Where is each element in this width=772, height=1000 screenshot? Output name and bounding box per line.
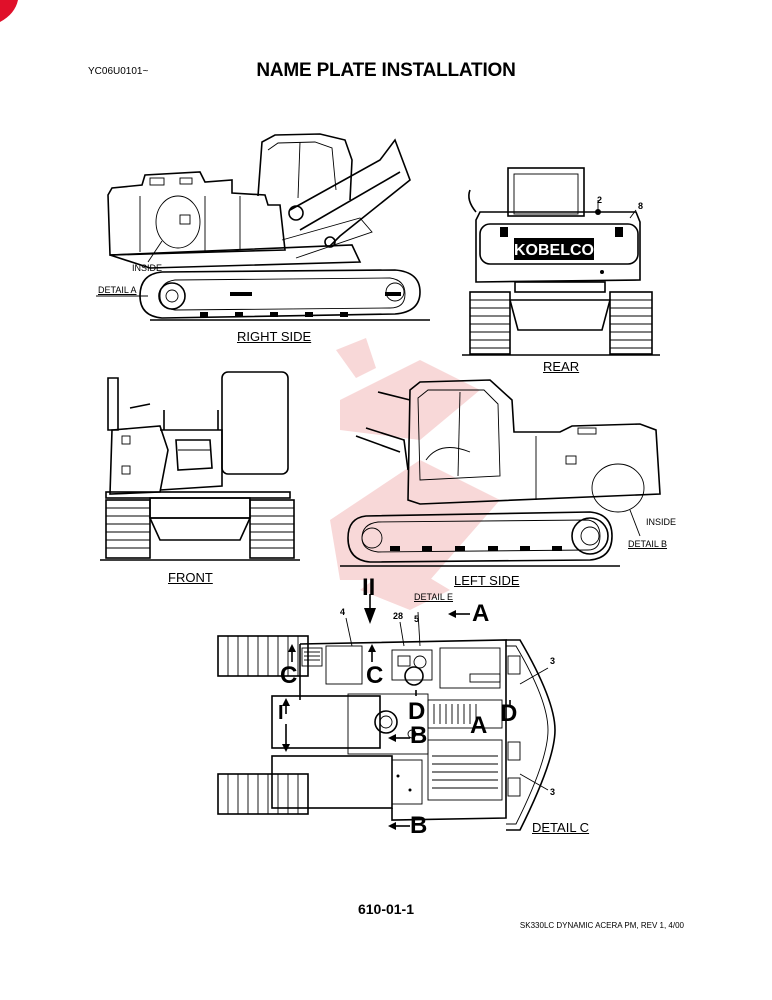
callout-inside-a: INSIDE bbox=[132, 263, 163, 273]
front-view bbox=[100, 371, 300, 561]
label-right-side: RIGHT SIDE bbox=[237, 329, 312, 344]
callout-3a: 3 bbox=[550, 656, 556, 666]
letter-a-mid: A bbox=[470, 712, 488, 739]
page-number: 610-01-1 bbox=[357, 901, 415, 917]
callout-rear-2: 2 bbox=[597, 195, 603, 205]
callout-3b: 3 bbox=[550, 787, 556, 797]
letter-d-left: D bbox=[408, 698, 426, 725]
callout-5: 5 bbox=[414, 614, 420, 624]
callout-detail-e: DETAIL E bbox=[414, 592, 454, 602]
right-side-view bbox=[107, 133, 430, 321]
section-ii: II bbox=[362, 574, 376, 601]
rear-view: KOBELCO bbox=[462, 167, 660, 356]
letter-b-mid: B bbox=[410, 722, 428, 749]
letter-c-left: C bbox=[280, 662, 298, 689]
callout-detail-a: DETAIL A bbox=[98, 285, 137, 295]
left-side-view bbox=[340, 379, 661, 567]
letter-b-bottom: B bbox=[410, 812, 428, 839]
letter-d-right: D bbox=[500, 700, 518, 727]
label-front: FRONT bbox=[168, 570, 213, 585]
corner-mark bbox=[0, 0, 18, 22]
section-i: I bbox=[278, 702, 284, 724]
callout-detail-c: DETAIL C bbox=[532, 820, 590, 835]
callout-inside-b: INSIDE bbox=[646, 517, 677, 527]
callout-28: 28 bbox=[393, 611, 404, 621]
top-view bbox=[217, 594, 556, 831]
letter-c-right: C bbox=[366, 662, 384, 689]
watermark-logo bbox=[330, 338, 500, 610]
letter-a-top: A bbox=[472, 600, 490, 627]
callout-detail-b: DETAIL B bbox=[628, 539, 668, 549]
page-title: NAME PLATE INSTALLATION bbox=[256, 60, 516, 81]
callout-rear-8: 8 bbox=[638, 201, 644, 211]
revision-note: SK330LC DYNAMIC ACERA PM, REV 1, 4/00 bbox=[519, 921, 684, 930]
kobelco-logo: KOBELCO bbox=[514, 242, 594, 259]
document-id: YC06U0101~ bbox=[88, 66, 149, 77]
label-left-side: LEFT SIDE bbox=[454, 573, 520, 588]
label-rear: REAR bbox=[543, 359, 580, 374]
callout-4: 4 bbox=[340, 607, 346, 617]
